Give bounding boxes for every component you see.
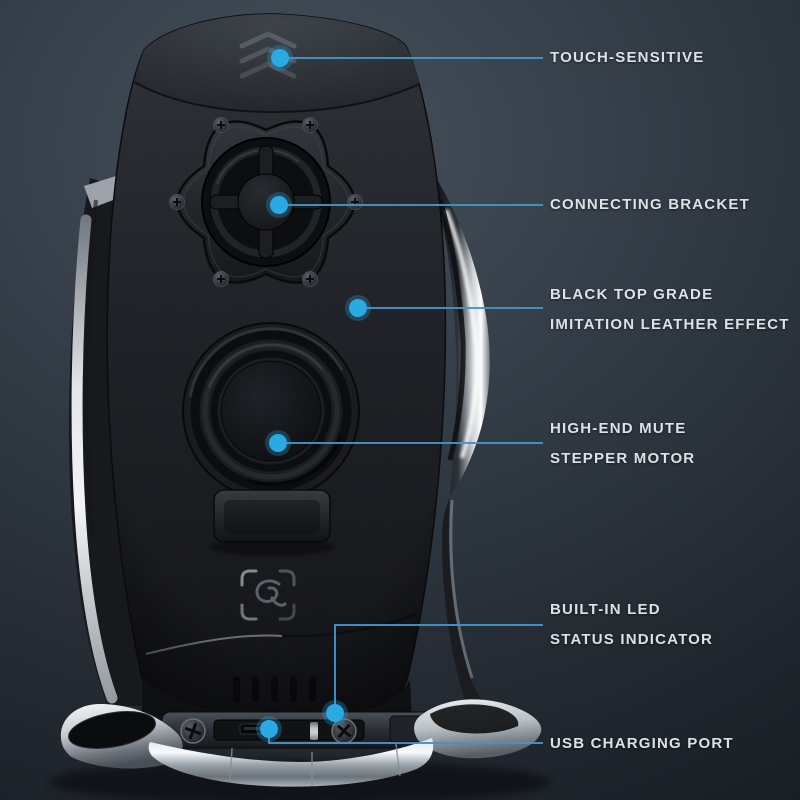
- callout-text: IMITATION LEATHER EFFECT: [550, 316, 790, 333]
- callout-text: CONNECTING BRACKET: [550, 196, 750, 213]
- callout-label-connecting-bracket: CONNECTING BRACKET: [550, 190, 750, 220]
- callout-text: HIGH-END MUTE: [550, 420, 687, 437]
- clamp-arm-right: [432, 178, 496, 712]
- base-screw-right: [331, 718, 357, 744]
- callout-label-led-indicator: BUILT-IN LED STATUS INDICATOR: [550, 595, 713, 655]
- callout-text: TOUCH-SENSITIVE: [550, 49, 705, 66]
- callout-label-leather-effect: BLACK TOP GRADE IMITATION LEATHER EFFECT: [550, 280, 790, 340]
- callout-text: STEPPER MOTOR: [550, 450, 696, 467]
- callouts: [256, 45, 543, 744]
- callout-label-stepper-motor: HIGH-END MUTE STEPPER MOTOR: [550, 414, 695, 474]
- callout-text: STATUS INDICATOR: [550, 631, 714, 648]
- callout-label-usb-port: USB CHARGING PORT: [550, 729, 734, 759]
- callout-stepper-motor: [265, 430, 543, 456]
- callout-usb-port: [256, 716, 543, 744]
- callout-text: BUILT-IN LED: [550, 601, 661, 618]
- callout-touch-sensitive: [267, 45, 543, 71]
- callout-led-indicator: [322, 624, 543, 726]
- callout-text: BLACK TOP GRADE: [550, 286, 714, 303]
- callout-connecting-bracket: [266, 192, 543, 218]
- callout-label-touch-sensitive: TOUCH-SENSITIVE: [550, 43, 704, 73]
- base-assembly: [142, 678, 433, 749]
- callout-leather-effect: [345, 295, 543, 321]
- base-screw-left: [180, 718, 206, 744]
- callout-text: USB CHARGING PORT: [550, 735, 734, 752]
- device-body: [106, 13, 447, 719]
- led-indicator-window: [310, 722, 318, 740]
